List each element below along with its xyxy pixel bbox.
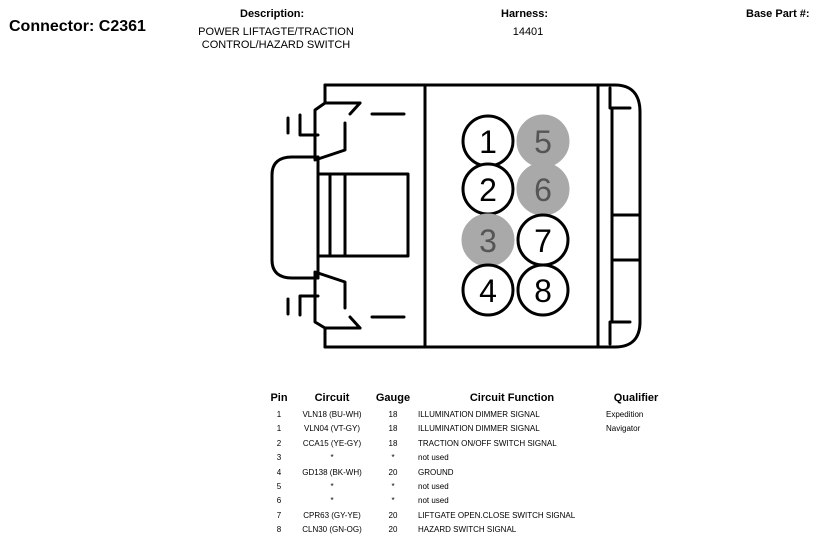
description-line-1: POWER LIFTAGTE/TRACTION [198,26,354,38]
gauge-cell: * [391,482,395,492]
table-row: 4 GD138 (BK-WH) 20 GROUND [262,466,666,480]
circuit-cell: CCA15 (YE-GY) [302,438,362,448]
pin-number: 7 [534,223,552,259]
circuit-cell: CLN30 (GN-OG) [302,525,362,535]
circuit-header: Circuit [314,392,350,404]
pin-cell: 7 [276,510,282,520]
harness-value: 14401 [512,26,544,38]
pin-number: 8 [534,273,552,309]
function-cell: LIFTGATE OPEN.CLOSE SWITCH SIGNAL [418,510,576,520]
function-cell: TRACTION ON/OFF SWITCH SIGNAL [418,438,557,448]
function-cell: ILLUMINATION DIMMER SIGNAL [418,424,540,434]
circuit-cell: * [330,453,334,463]
qualifier-cell [606,509,666,523]
qualifier-cell [606,451,666,465]
circuit-cell: VLN18 (BU-WH) [302,410,362,419]
table-row: 6 * * not used [262,494,666,508]
table-row: 5 * * not used [262,480,666,494]
description-label: Description: [240,8,305,20]
pin-cavity-4: 4 [461,263,515,317]
function-cell: not used [418,496,449,506]
pin-number: 1 [479,124,497,160]
circuit-cell: CPR63 (GY-YE) [303,510,361,520]
pin-number: 4 [479,273,497,309]
qualifier-cell [606,494,666,508]
qualifier-cell [606,466,666,480]
description-line-2: CONTROL/HAZARD SWITCH [201,39,351,51]
pin-cavity-3: 3 [461,213,515,267]
function-cell: not used [418,453,449,463]
qualifier-cell [606,437,666,451]
pin-cavities: 1 2 3 4 5 6 7 8 [461,114,570,317]
pinout-table: Pin Circuit Gauge Circuit Function Quali… [262,391,666,538]
gauge-cell: 18 [388,438,398,448]
gauge-cell: * [391,496,395,506]
base-part-label: Base Part #: [746,8,810,20]
function-cell: ILLUMINATION DIMMER SIGNAL [418,410,540,419]
pin-cavity-5: 5 [516,114,570,168]
gauge-cell: * [391,453,395,463]
gauge-cell: 20 [388,467,398,477]
qualifier-header: Qualifier [613,392,659,404]
pin-cavity-6: 6 [516,162,570,216]
pin-number: 3 [479,223,497,259]
table-row: 2 CCA15 (YE-GY) 18 TRACTION ON/OFF SWITCH S… [262,437,666,451]
function-header: Circuit Function [469,392,555,404]
function-cell: GROUND [418,467,454,477]
qualifier-cell: Navigator [606,424,641,434]
circuit-cell: GD138 (BK-WH) [302,467,362,477]
pin-circle [516,263,570,317]
pin-number: 6 [534,172,552,208]
table-row: 1 VLN18 (BU-WH) 18 ILLUMINATION DIMMER SIGN… [262,408,666,422]
table-row: 7 CPR63 (GY-YE) 20 LIFTGATE OPEN.CLOSE SWIT… [262,509,666,523]
gauge-header: Gauge [375,392,411,404]
pin-number: 2 [479,172,497,208]
connector-title: Connector: C2361 [9,18,146,35]
gauge-cell: 20 [388,510,398,520]
pin-cell: 8 [276,525,282,535]
qualifier-cell: Expedition [606,410,644,419]
connector-housing-right [423,83,642,349]
pin-circle [461,263,515,317]
function-cell: HAZARD SWITCH SIGNAL [418,525,517,535]
harness-label: Harness: [501,8,549,20]
pin-cell: 1 [276,410,282,419]
function-cell: not used [418,482,449,492]
connector-diagram: 1 2 3 4 5 6 7 8 [270,83,642,349]
gauge-cell: 18 [388,424,398,434]
qualifier-cell [606,480,666,494]
pin-cavity-2: 2 [461,162,515,216]
circuit-cell: * [330,482,334,492]
pin-header: Pin [270,392,288,404]
table-row: 3 * * not used [262,451,666,465]
pin-cell: 5 [276,482,282,492]
circuit-cell: * [330,496,334,506]
pin-cell: 4 [276,467,282,477]
pin-cell: 2 [276,438,282,448]
pin-cell: 1 [276,424,282,434]
circuit-cell: VLN04 (VT-GY) [303,424,360,434]
connector-housing-left [270,83,427,349]
pin-cavity-7: 7 [516,213,570,267]
qualifier-cell [606,523,666,537]
gauge-cell: 20 [388,525,398,535]
pin-cell: 6 [276,496,282,506]
gauge-cell: 18 [388,410,398,419]
pin-number: 5 [534,124,552,160]
pin-cavity-1: 1 [461,114,515,168]
pin-cavity-8: 8 [516,263,570,317]
table-row: 8 CLN30 (GN-OG) 20 HAZARD SWITCH SIGNAL [262,523,666,537]
description-value: POWER LIFTAGTE/TRACTION CONTROL/HAZARD S… [176,26,376,52]
pin-cell: 3 [276,453,282,463]
table-row: 1 VLN04 (VT-GY) 18 ILLUMINATION DIMMER SIGN… [262,422,666,436]
table-header-row: Pin Circuit Gauge Circuit Function Quali… [262,391,666,408]
